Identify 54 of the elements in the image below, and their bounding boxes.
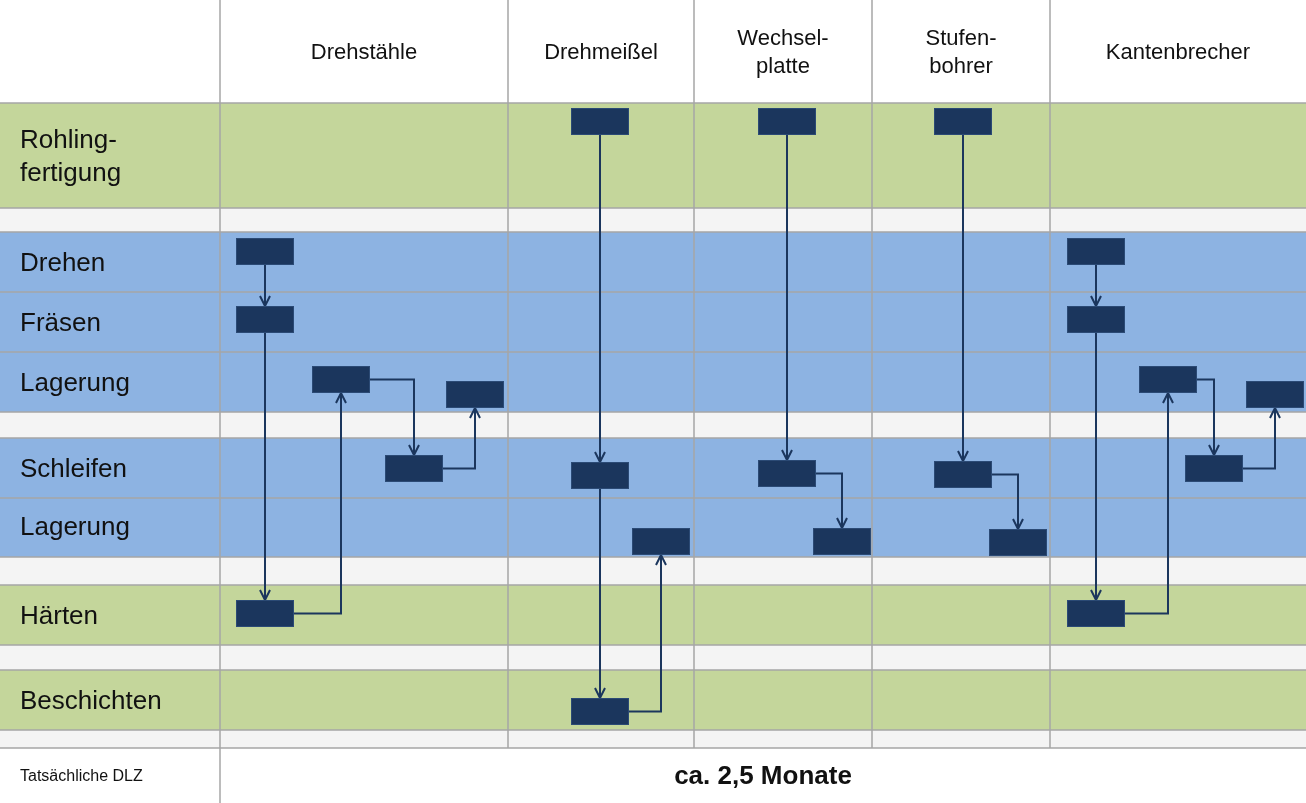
task-bar: [312, 366, 370, 393]
arrow: [594, 134, 606, 463]
arrow: [1090, 332, 1102, 601]
task-bar: [571, 108, 629, 135]
row-label: Fräsen: [20, 305, 101, 339]
arrow: [1242, 407, 1281, 470]
arrow: [781, 134, 793, 461]
arrow: [1090, 264, 1102, 307]
column-header: Drehstähle: [310, 37, 418, 66]
arrow: [991, 473, 1024, 530]
duration-value: ca. 2,5 Monate: [674, 759, 852, 792]
arrow: [293, 392, 347, 615]
arrow: [1124, 392, 1174, 615]
arrow: [259, 264, 271, 307]
arrow: [259, 332, 271, 601]
task-bar: [1067, 600, 1125, 627]
row-label: Rohling- fertigung: [20, 123, 123, 188]
arrow: [369, 378, 420, 456]
arrow: [442, 407, 481, 470]
column-header: Stufen- bohrer: [924, 24, 998, 79]
arrow: [815, 472, 848, 529]
task-bar: [236, 600, 294, 627]
row-label: Lagerung: [20, 365, 130, 399]
task-bar: [1139, 366, 1197, 393]
task-bar: [385, 455, 443, 482]
task-bar: [236, 306, 294, 333]
row-label: Härten: [20, 598, 99, 632]
arrow: [594, 488, 606, 699]
task-bar: [934, 461, 992, 488]
task-bar: [446, 381, 504, 408]
task-bar: [1246, 381, 1304, 408]
row-label: Tatsächliche DLZ: [20, 765, 143, 786]
task-bar: [571, 462, 629, 489]
task-bar: [934, 108, 992, 135]
column-header: Kantenbrecher: [1105, 37, 1251, 66]
task-bar: [1185, 455, 1243, 482]
row-label: Schleifen: [20, 451, 127, 485]
arrow: [1196, 378, 1220, 456]
task-bar: [758, 460, 816, 487]
task-bar: [1067, 306, 1125, 333]
column-header: Drehmeißel: [544, 37, 658, 66]
task-bar: [758, 108, 816, 135]
row-label: Beschichten: [20, 683, 162, 717]
task-bar: [632, 528, 690, 555]
arrow: [628, 554, 667, 713]
column-header: Wechsel- platte: [736, 24, 830, 79]
task-bar: [989, 529, 1047, 556]
task-bar: [571, 698, 629, 725]
task-bar: [1067, 238, 1125, 265]
row-label: Lagerung: [20, 510, 130, 543]
task-bar: [813, 528, 871, 555]
row-label: Drehen: [20, 245, 106, 279]
task-bar: [236, 238, 294, 265]
arrow: [957, 134, 969, 462]
